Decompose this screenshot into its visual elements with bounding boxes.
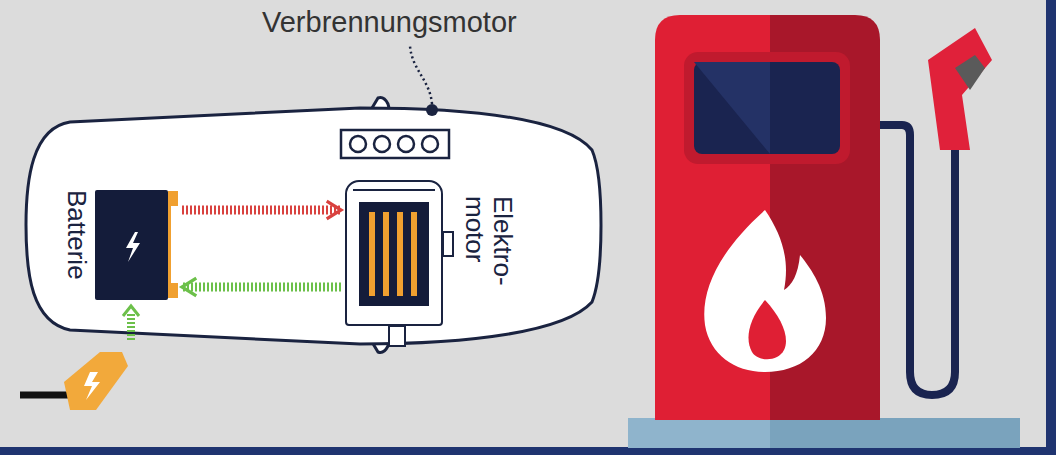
pump-screen <box>694 62 840 154</box>
motor-core <box>359 202 429 306</box>
battery-symbol <box>95 190 168 300</box>
bottom-bar <box>0 447 1056 455</box>
battery-terminal <box>168 191 178 206</box>
pump-hose <box>880 125 955 395</box>
screen-shine <box>694 62 770 154</box>
pump-base <box>628 418 1020 448</box>
coil-stripe <box>411 212 417 296</box>
coil-stripe <box>369 212 375 296</box>
charge-arrowhead <box>123 306 139 316</box>
leader-line <box>410 46 432 104</box>
plug-cable <box>20 392 68 399</box>
engine-block <box>341 130 449 158</box>
energy-flow-arrow <box>182 283 341 292</box>
side-bar <box>1046 0 1056 455</box>
motor-nub <box>443 232 453 256</box>
motor-shaft <box>389 326 405 346</box>
engine-cylinders <box>350 136 438 152</box>
part-label: Verbrennungsmotor <box>262 6 517 39</box>
motor-rib <box>353 189 435 191</box>
coil-stripe <box>397 212 403 296</box>
energy-flow-arrow <box>182 206 341 215</box>
charging-plug <box>64 352 128 410</box>
flame-icon <box>704 210 826 372</box>
battery-box: Batterie <box>95 190 168 300</box>
vertical-label: Batterie <box>63 190 90 300</box>
motor-box: Elektro- motor <box>345 180 443 326</box>
nozzle-grip <box>955 55 985 90</box>
plug-bolt <box>84 372 100 400</box>
bolt-icon <box>126 232 140 262</box>
battery-terminal-bar <box>168 205 171 283</box>
battery-terminal <box>168 283 178 298</box>
coil-stripe <box>383 212 389 296</box>
car-outline <box>26 108 601 344</box>
charge-arrow <box>127 312 135 340</box>
leader-dot <box>426 104 438 116</box>
flame-inner <box>748 300 786 359</box>
vertical-label: Elektro- motor <box>461 196 516 308</box>
pump-base-shade <box>770 418 1020 448</box>
motor-winding <box>347 182 441 324</box>
pump-screen-frame <box>684 52 850 164</box>
pump-nozzle <box>928 28 992 150</box>
